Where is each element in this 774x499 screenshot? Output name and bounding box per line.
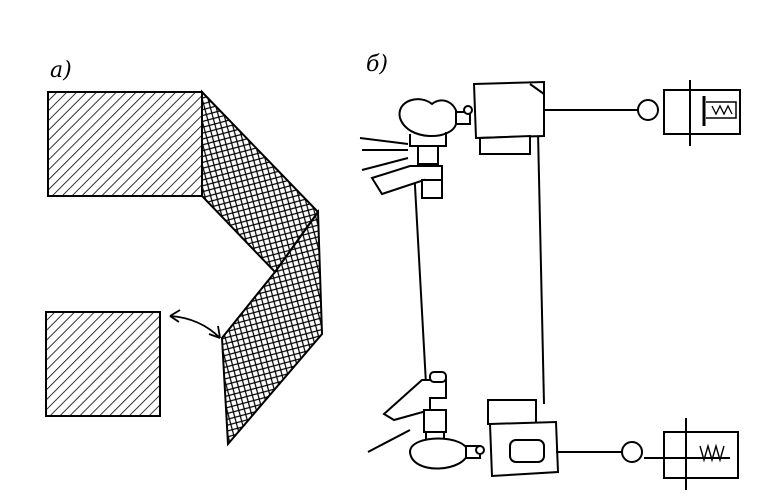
rotation-arrow <box>169 309 221 339</box>
panel-b-label: б) <box>366 52 389 77</box>
mesh-strip-lower <box>220 209 324 447</box>
right-vertical-rod <box>537 131 545 405</box>
lower-cam-assembly <box>367 371 485 470</box>
panel-b <box>359 80 741 490</box>
upper-box <box>472 80 545 155</box>
hatched-block-top <box>47 91 203 197</box>
upper-switch <box>637 80 741 146</box>
lower-switch <box>621 418 739 490</box>
hatched-block-bottom <box>45 311 161 417</box>
upper-cam-assembly <box>359 98 473 199</box>
lower-box <box>487 399 560 478</box>
left-vertical-rod <box>413 167 427 385</box>
panel-a-label: а) <box>50 58 72 83</box>
panel-a <box>45 89 324 447</box>
